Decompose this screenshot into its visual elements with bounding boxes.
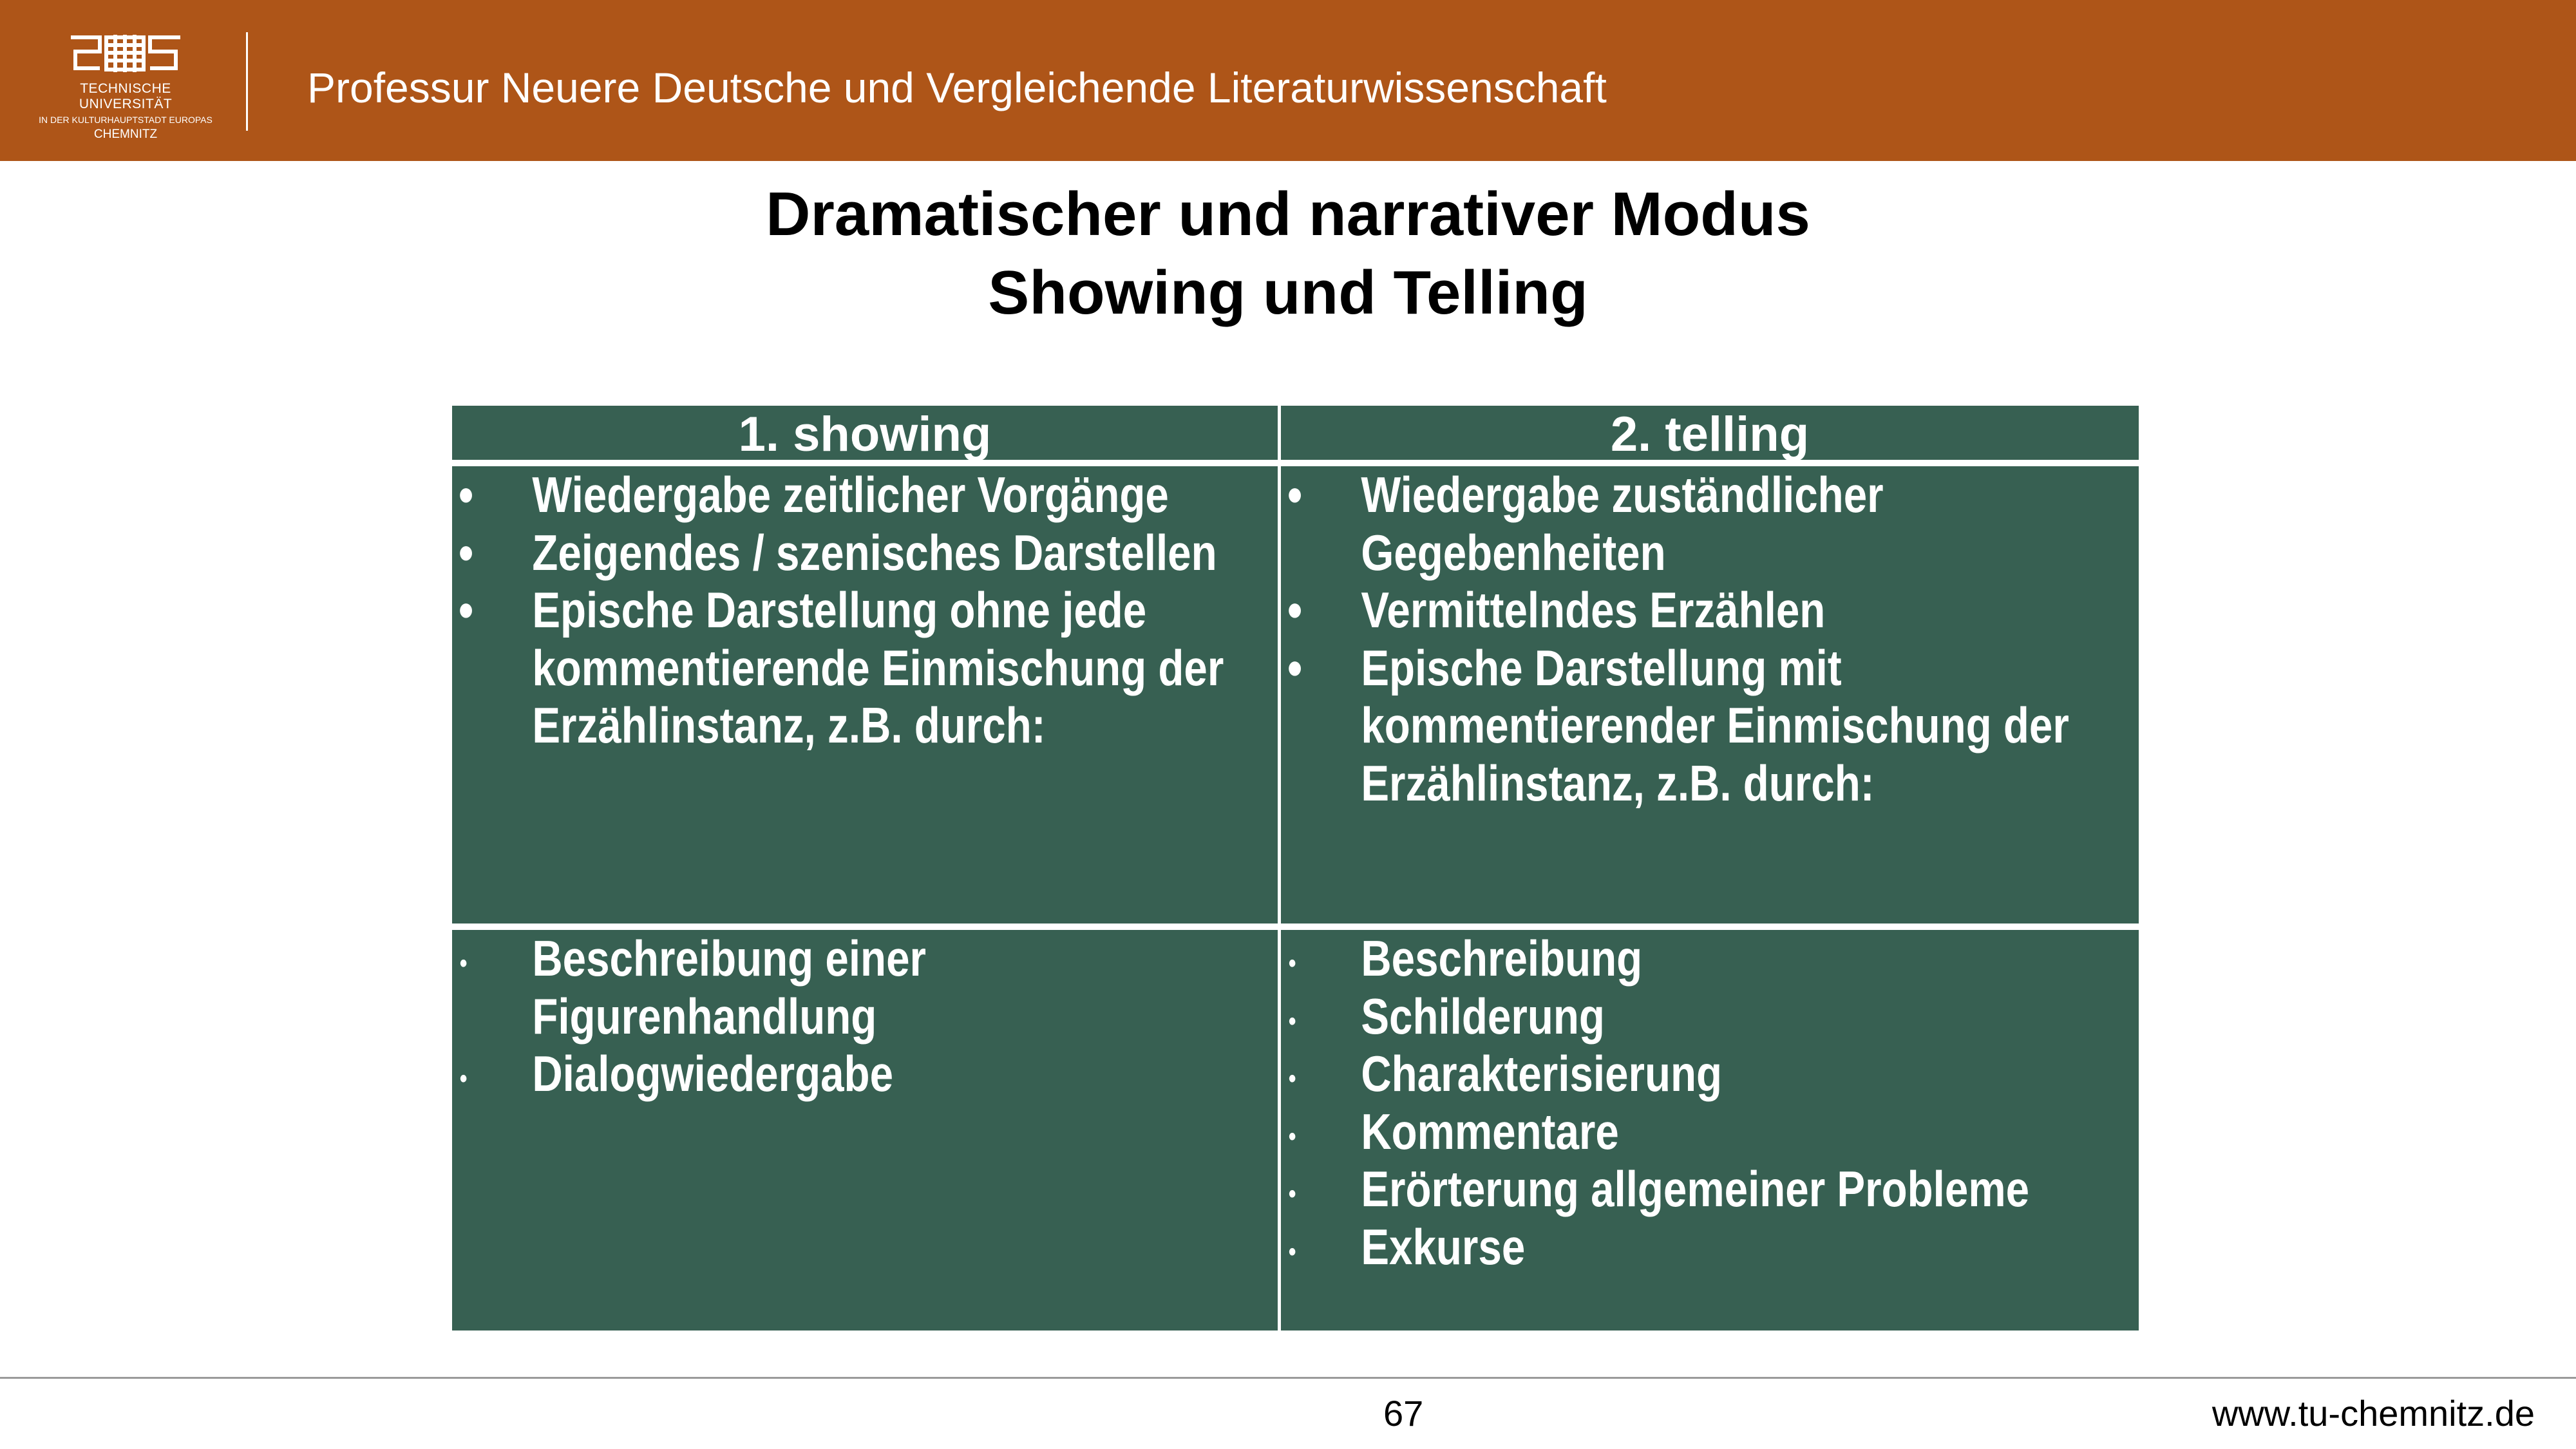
chair-name: Professur Neuere Deutsche und Vergleiche…: [307, 64, 1607, 111]
list-item-text: Wiedergabe zeitlicher Vorgänge: [532, 466, 1169, 523]
list-item-text: Charakterisierung: [1361, 1045, 1723, 1102]
logo-text: TECHNISCHE UNIVERSITÄT: [79, 81, 173, 111]
logo-text: CHEMNITZ: [93, 128, 158, 141]
list-item: • Schilderung: [1281, 988, 2139, 1046]
footer-url[interactable]: www.tu-chemnitz.de: [2211, 1393, 2535, 1434]
cell-showing-row2: • Beschreibung einer Figurenhandlung • Dial…: [452, 930, 1278, 1331]
bullet-icon: •: [459, 524, 474, 581]
bullet-icon: •: [1288, 949, 1296, 978]
list-item-text: Schilderung: [1361, 987, 1605, 1045]
header-showing: 1. showing: [452, 406, 1278, 460]
cell-telling-row2: • Beschreibung • Schilderung • Charakterisier…: [1281, 930, 2139, 1331]
list-item: • Beschreibung: [1281, 930, 2139, 988]
list-item-text: Kommentare: [1361, 1103, 1619, 1160]
bullet-icon: •: [1287, 466, 1303, 523]
bullet-icon: •: [459, 1065, 468, 1093]
bullet-icon: •: [1288, 1180, 1296, 1208]
bullet-icon: •: [1287, 639, 1303, 696]
bullet-icon: •: [1288, 1122, 1296, 1151]
list-item-text: Epische Darstellung ohne jede kommentier…: [532, 582, 1224, 753]
header-telling: 2. telling: [1281, 406, 2139, 460]
list-item-text: Beschreibung einer Figurenhandlung: [532, 930, 927, 1045]
header-divider: [246, 32, 248, 131]
list-item: • Beschreibung einer Figurenhandlung: [452, 930, 1278, 1045]
list-item: • Vermittelndes Erzählen: [1281, 582, 2136, 639]
list-item: • Charakterisierung: [1281, 1045, 2139, 1103]
comparison-table: 1. showing 2. telling • Wiedergabe zeitli…: [452, 406, 2139, 1331]
list-item: • Kommentare: [1281, 1103, 2139, 1161]
bullet-icon: •: [459, 949, 468, 978]
list-item: • Wiedergabe zeitlicher Vorgänge: [452, 466, 1278, 524]
bullet-icon: •: [459, 582, 474, 638]
list-item: • Exkurse: [1281, 1218, 2139, 1276]
list-item: • Zeigendes / szenisches Darstellen: [452, 524, 1278, 582]
cell-telling-row1: •Wiedergabe zuständlicher Gegebenheiten•…: [1281, 466, 2139, 923]
list-item: • Epische Darstellung ohne jede kommentie…: [452, 582, 1278, 755]
logo-emblem-icon: [71, 35, 180, 72]
bullet-icon: •: [1288, 1065, 1296, 1093]
list-item-text: Wiedergabe zuständlicher Gegebenheiten: [1361, 466, 1884, 581]
list-item-text: Epische Darstellung mit kommentierender …: [1361, 639, 2069, 811]
cell-showing-row1: • Wiedergabe zeitlicher Vorgänge • Zeigende…: [452, 466, 1278, 923]
bullet-icon: •: [1288, 1237, 1296, 1266]
list-item-text: Dialogwiedergabe: [532, 1045, 894, 1102]
list-item-text: Exkurse: [1361, 1218, 1526, 1275]
bullet-icon: •: [1288, 1007, 1296, 1036]
list-item-text: Erörterung allgemeiner Probleme: [1361, 1160, 2030, 1217]
list-item: • Erörterung allgemeiner Probleme: [1281, 1160, 2139, 1218]
list-item-text: Zeigendes / szenisches Darstellen: [532, 524, 1217, 581]
list-item: • Dialogwiedergabe: [452, 1045, 1278, 1103]
title-line-2: Showing und Telling: [988, 258, 1588, 327]
list-item-text: Vermittelndes Erzählen: [1361, 582, 1826, 638]
bullet-icon: •: [459, 466, 474, 523]
footer-divider: [0, 1377, 2576, 1379]
list-item: • Epische Darstellung mit kommentierender…: [1281, 639, 2136, 813]
slide-title: Dramatischer und narrativer Modus Showin…: [0, 175, 2576, 332]
university-logo[interactable]: TECHNISCHE UNIVERSITÄT IN DER KULTURHAUP…: [39, 31, 213, 141]
list-item: • Wiedergabe zuständlicher Gegebenheiten: [1281, 466, 2136, 582]
title-line-1: Dramatischer und narrativer Modus: [766, 180, 1810, 249]
list-item-text: Beschreibung: [1361, 930, 1643, 987]
page-number: 67: [1383, 1393, 1424, 1434]
bullet-icon: •: [1287, 582, 1303, 638]
header-bar: TECHNISCHE UNIVERSITÄT IN DER KULTURHAUP…: [0, 0, 2576, 161]
logo-text: IN DER KULTURHAUPTSTADT EUROPAS: [39, 115, 213, 125]
